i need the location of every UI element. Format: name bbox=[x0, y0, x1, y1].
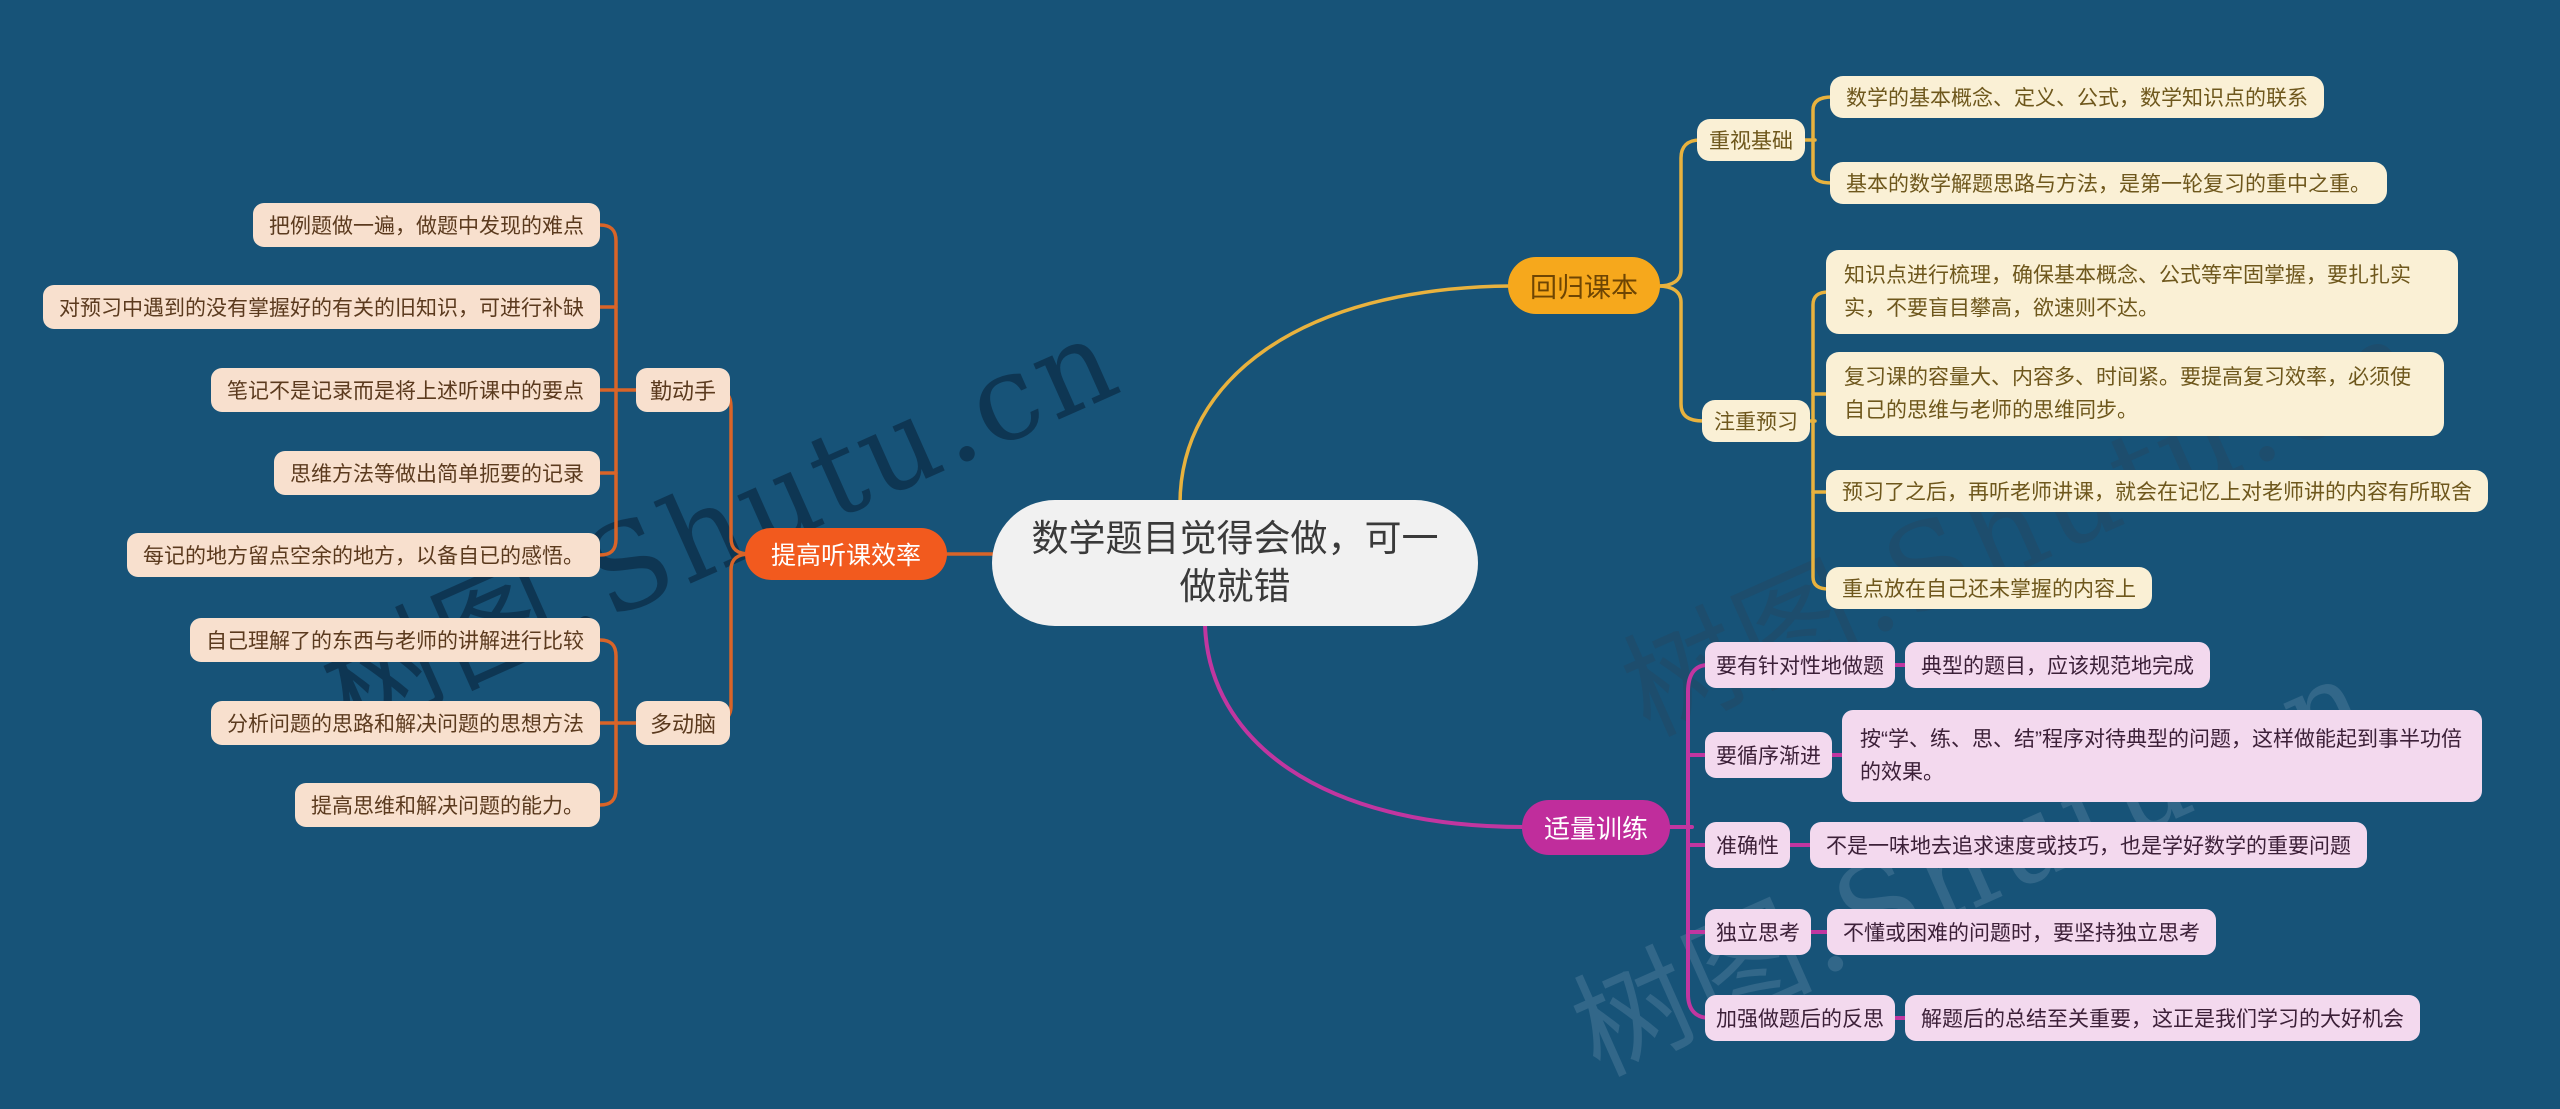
leaf-node[interactable]: 预习了之后，再听老师讲课，就会在记忆上对老师讲的内容有所取舍 bbox=[1826, 470, 2488, 512]
leaf-node[interactable]: 复习课的容量大、内容多、时间紧。要提高复习效率，必须使自己的思维与老师的思维同步… bbox=[1826, 352, 2444, 436]
subtopic-targeted-practice[interactable]: 要有针对性地做题 bbox=[1705, 642, 1895, 688]
leaf-node[interactable]: 笔记不是记录而是将上述听课中的要点 bbox=[211, 368, 600, 412]
leaf-node[interactable]: 不懂或困难的问题时，要坚持独立思考 bbox=[1827, 909, 2216, 955]
central-topic[interactable]: 数学题目觉得会做，可一做就错 bbox=[992, 500, 1478, 626]
branch-return-to-textbook[interactable]: 回归课本 bbox=[1508, 257, 1660, 314]
leaf-node[interactable]: 每记的地方留点空余的地方，以备自已的感悟。 bbox=[127, 533, 600, 577]
leaf-node[interactable]: 知识点进行梳理，确保基本概念、公式等牢固掌握，要扎扎实实，不要盲目攀高，欲速则不… bbox=[1826, 250, 2458, 334]
leaf-node[interactable]: 思维方法等做出简单扼要的记录 bbox=[274, 451, 600, 495]
leaf-node[interactable]: 按“学、练、思、结”程序对待典型的问题，这样做能起到事半功倍的效果。 bbox=[1842, 710, 2482, 802]
leaf-node[interactable]: 分析问题的思路和解决问题的思想方法 bbox=[211, 701, 600, 745]
leaf-node[interactable]: 把例题做一遍，做题中发现的难点 bbox=[253, 203, 600, 247]
leaf-node[interactable]: 提高思维和解决问题的能力。 bbox=[295, 783, 600, 827]
subtopic-accuracy[interactable]: 准确性 bbox=[1705, 822, 1790, 868]
subtopic-independent-thinking[interactable]: 独立思考 bbox=[1705, 909, 1811, 955]
leaf-node[interactable]: 自己理解了的东西与老师的讲解进行比较 bbox=[190, 618, 600, 662]
subtopic-value-basics[interactable]: 重视基础 bbox=[1697, 119, 1805, 161]
leaf-node[interactable]: 数学的基本概念、定义、公式，数学知识点的联系 bbox=[1830, 76, 2324, 118]
leaf-node[interactable]: 典型的题目，应该规范地完成 bbox=[1905, 642, 2210, 688]
leaf-node[interactable]: 重点放在自己还未掌握的内容上 bbox=[1826, 567, 2152, 609]
leaf-node[interactable]: 解题后的总结至关重要，这正是我们学习的大好机会 bbox=[1905, 995, 2420, 1041]
branch-moderate-practice[interactable]: 适量训练 bbox=[1522, 800, 1671, 855]
leaf-node[interactable]: 基本的数学解题思路与方法，是第一轮复习的重中之重。 bbox=[1830, 162, 2387, 204]
leaf-node[interactable]: 对预习中遇到的没有掌握好的有关的旧知识，可进行补缺 bbox=[43, 285, 600, 329]
subtopic-diligent-hands[interactable]: 勤动手 bbox=[636, 368, 731, 412]
subtopic-reflection[interactable]: 加强做题后的反思 bbox=[1705, 995, 1895, 1041]
leaf-node[interactable]: 不是一味地去追求速度或技巧，也是学好数学的重要问题 bbox=[1810, 822, 2367, 868]
subtopic-step-by-step[interactable]: 要循序渐进 bbox=[1705, 732, 1832, 778]
subtopic-active-brain[interactable]: 多动脑 bbox=[636, 701, 731, 745]
subtopic-focus-preview[interactable]: 注重预习 bbox=[1702, 400, 1810, 442]
branch-listening-efficiency[interactable]: 提高听课效率 bbox=[745, 528, 948, 580]
